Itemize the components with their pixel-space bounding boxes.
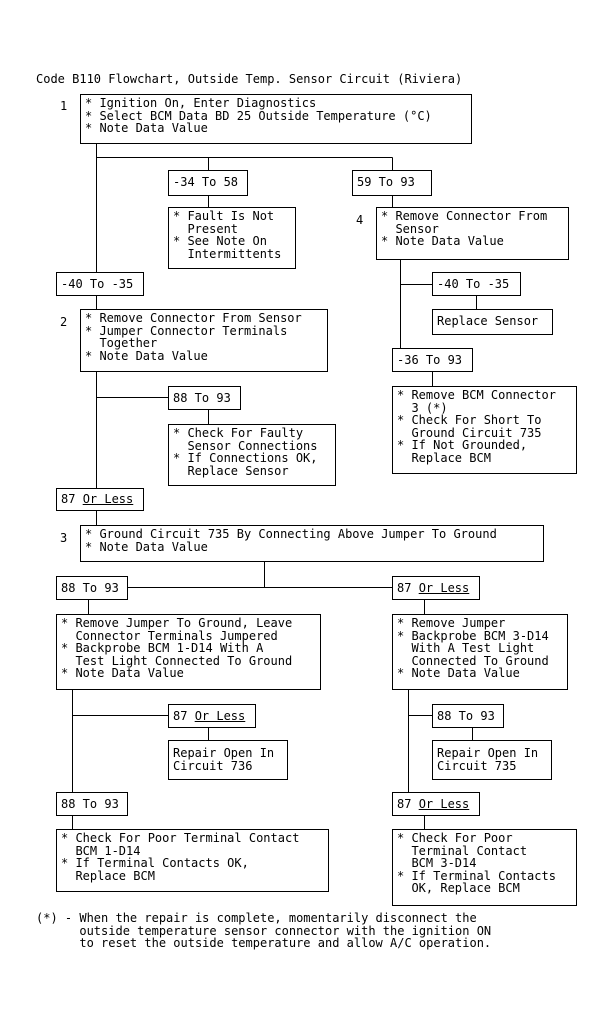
step-number: 3 xyxy=(60,531,68,545)
range-box: -40 To -35 xyxy=(432,272,521,296)
range-box: 88 To 93 xyxy=(168,386,241,410)
step-1-box: * Ignition On, Enter Diagnostics * Selec… xyxy=(80,94,472,144)
result-box-remove-bcm-connector: * Remove BCM Connector 3 (*) * Check For… xyxy=(392,386,577,474)
result-box-faulty-sensor: * Check For Faulty Sensor Connections * … xyxy=(168,424,336,486)
step-number: 4 xyxy=(356,213,364,227)
range-box: 88 To 93 xyxy=(56,792,128,816)
range-box: 88 To 93 xyxy=(56,576,128,600)
result-box-repair-736: Repair Open In Circuit 736 xyxy=(168,740,288,780)
result-box-fault-not-present: * Fault Is Not Present * See Note On Int… xyxy=(168,207,296,269)
range-box: 88 To 93 xyxy=(432,704,504,728)
range-box: -36 To 93 xyxy=(392,348,473,372)
step-2-box: * Remove Connector From Sensor * Jumper … xyxy=(80,309,328,372)
range-box: 87 Or Less xyxy=(56,488,144,511)
footnote: (*) - When the repair is complete, momen… xyxy=(36,911,492,951)
result-box-replace-sensor: Replace Sensor xyxy=(432,309,553,335)
result-box-remove-jumper: * Remove Jumper * Backprobe BCM 3-D14 Wi… xyxy=(392,614,568,690)
range-box: -34 To 58 xyxy=(168,170,248,196)
step-number: 1 xyxy=(60,99,68,113)
result-box-poor-contact-3: * Check For Poor Terminal Contact BCM 3-… xyxy=(392,829,577,906)
result-box-repair-735: Repair Open In Circuit 735 xyxy=(432,740,552,780)
result-box-poor-contact-1: * Check For Poor Terminal Contact BCM 1-… xyxy=(56,829,329,892)
range-box: 59 To 93 xyxy=(352,170,432,196)
result-box-remove-jumper-to-ground: * Remove Jumper To Ground, Leave Connect… xyxy=(56,614,321,690)
step-number: 2 xyxy=(60,315,68,329)
range-box: 87 Or Less xyxy=(168,704,256,728)
range-box: 87 Or Less xyxy=(392,792,480,816)
step-4-box: * Remove Connector From Sensor * Note Da… xyxy=(376,207,569,260)
step-3-box: * Ground Circuit 735 By Connecting Above… xyxy=(80,525,544,562)
range-box: 87 Or Less xyxy=(392,576,480,600)
range-box: -40 To -35 xyxy=(56,272,144,296)
page-title: Code B110 Flowchart, Outside Temp. Senso… xyxy=(36,72,463,86)
